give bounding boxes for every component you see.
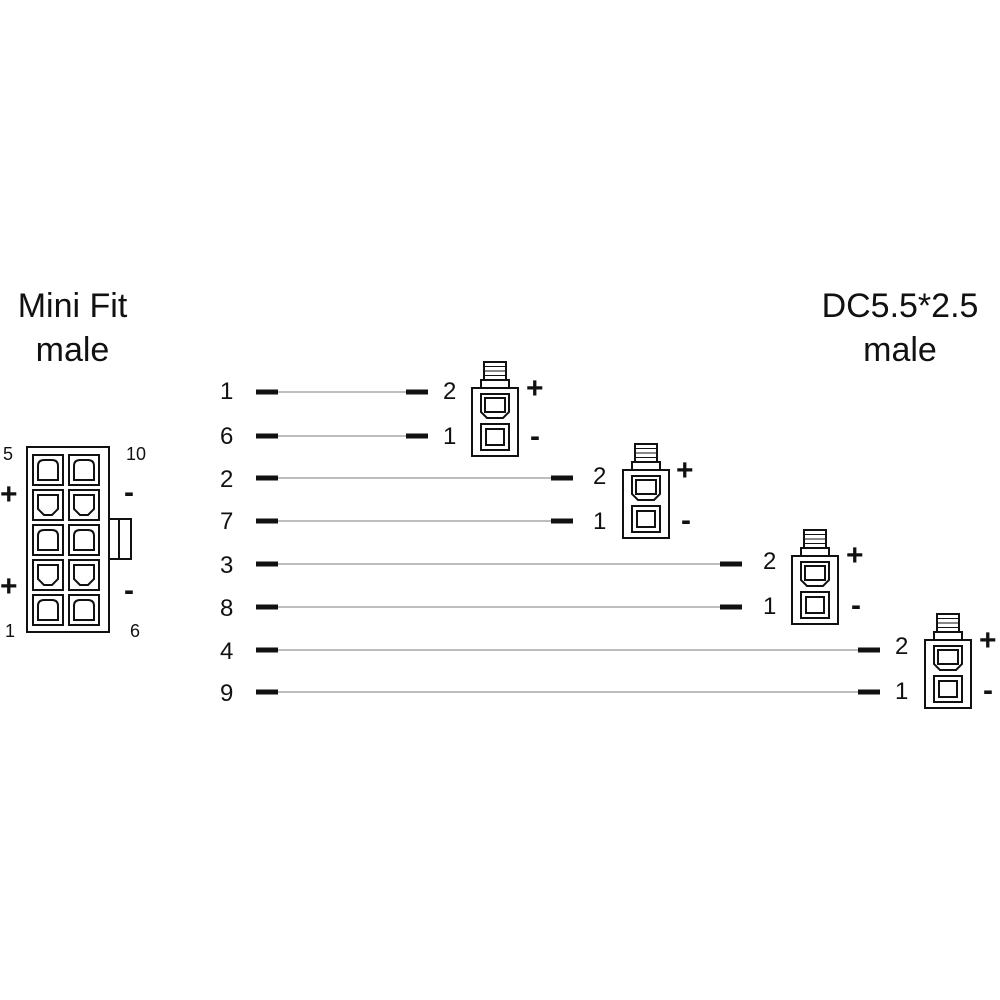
dc-plug-negative-inner bbox=[485, 428, 505, 446]
dc-plug-positive-contact bbox=[480, 393, 510, 419]
connector-cavity bbox=[68, 454, 100, 486]
dc-plug-icon bbox=[791, 529, 839, 625]
dc-plug-plus-sign: + bbox=[846, 539, 864, 572]
dc-plug-icon bbox=[471, 361, 519, 457]
dc-plug-negative-contact bbox=[480, 423, 510, 451]
connector-cavity-pin bbox=[37, 529, 59, 551]
connector-cavity bbox=[32, 524, 64, 556]
dc-plug-icon bbox=[924, 613, 972, 709]
wire-source-pin: 8 bbox=[220, 595, 234, 622]
wire-dest-pin: 2 bbox=[895, 633, 909, 660]
dc-plug-icon bbox=[622, 443, 670, 539]
wire-source-pin: 2 bbox=[220, 466, 234, 493]
right-connector-title: DC5.5*2.5 male bbox=[800, 284, 1000, 372]
connector-cavity bbox=[68, 489, 100, 521]
minus-sign-upper: - bbox=[124, 476, 134, 509]
dc-plug-negative-contact bbox=[800, 591, 830, 619]
pin-label-6: 6 bbox=[130, 621, 141, 641]
dc-plug-negative-inner bbox=[636, 510, 656, 528]
dc-plug-plus-sign: + bbox=[979, 624, 997, 657]
wire-dest-pin: 1 bbox=[443, 423, 457, 450]
wire-source-pin: 1 bbox=[220, 378, 234, 405]
connector-cavity-pin bbox=[73, 494, 95, 516]
dc-plug-neck bbox=[800, 547, 830, 557]
connector-cavity bbox=[32, 454, 64, 486]
pin-label-10: 10 bbox=[126, 444, 147, 464]
minus-sign-lower: - bbox=[124, 574, 134, 607]
connector-cavity-pin bbox=[37, 494, 59, 516]
connector-cavity-pin bbox=[73, 459, 95, 481]
connector-cavity bbox=[32, 559, 64, 591]
dc-plug-minus-sign: - bbox=[681, 504, 691, 537]
dc-plug-neck bbox=[480, 379, 510, 389]
wire-dest-pin: 1 bbox=[593, 508, 607, 535]
wire-dest-pin: 2 bbox=[593, 463, 607, 490]
left-connector-title-line2: male bbox=[35, 331, 110, 369]
connector-cavity-pin bbox=[37, 459, 59, 481]
dc-plug-negative-contact bbox=[933, 675, 963, 703]
right-connector-title-line2: male bbox=[863, 331, 937, 369]
connector-cavity-pin bbox=[73, 529, 95, 551]
dc-plugs-layer bbox=[471, 361, 972, 709]
dc-plug-negative-inner bbox=[805, 596, 825, 614]
pin-label-1: 1 bbox=[5, 621, 16, 641]
wire-source-pin: 3 bbox=[220, 552, 234, 579]
wire-dest-pin: 1 bbox=[895, 678, 909, 705]
connector-cavity bbox=[32, 489, 64, 521]
dc-plug-minus-sign: - bbox=[983, 674, 993, 707]
pin-label-5: 5 bbox=[3, 444, 14, 464]
connector-cavity bbox=[68, 559, 100, 591]
wire-dest-pin: 2 bbox=[443, 378, 457, 405]
dc-plug-positive-inner bbox=[804, 565, 826, 581]
dc-plug-positive-contact bbox=[800, 561, 830, 587]
wire-source-pin: 9 bbox=[220, 680, 234, 707]
dc-plug-plus-sign: + bbox=[676, 454, 694, 487]
right-connector-title-line1: DC5.5*2.5 bbox=[821, 287, 979, 325]
dc-plug-neck bbox=[631, 461, 661, 471]
connector-cavity-pin bbox=[73, 599, 95, 621]
left-connector-title-line1: Mini Fit bbox=[17, 287, 128, 325]
connector-cavity-pin bbox=[37, 599, 59, 621]
dc-plug-positive-inner bbox=[635, 479, 657, 495]
dc-plug-positive-inner bbox=[484, 397, 506, 413]
dc-plug-minus-sign: - bbox=[530, 420, 540, 453]
plus-sign-lower: + bbox=[0, 570, 18, 603]
dc-plug-minus-sign: - bbox=[851, 589, 861, 622]
wires-layer bbox=[256, 389, 880, 695]
connector-cavity-pin bbox=[37, 564, 59, 586]
dc-plug-positive-contact bbox=[631, 475, 661, 501]
wire-source-pin: 6 bbox=[220, 423, 234, 450]
connector-cavity bbox=[68, 524, 100, 556]
dc-plug-positive-inner bbox=[937, 649, 959, 665]
dc-plug-negative-inner bbox=[938, 680, 958, 698]
dc-plug-neck bbox=[933, 631, 963, 641]
wire-source-pin: 4 bbox=[220, 638, 234, 665]
plus-sign-upper: + bbox=[0, 478, 18, 511]
dc-plug-negative-contact bbox=[631, 505, 661, 533]
wire-dest-pin: 2 bbox=[763, 548, 777, 575]
dc-plug-positive-contact bbox=[933, 645, 963, 671]
connector-cavity-pin bbox=[73, 564, 95, 586]
dc-plug-body bbox=[471, 387, 519, 457]
connector-cavity bbox=[68, 594, 100, 626]
dc-plug-plus-sign: + bbox=[526, 372, 544, 405]
left-connector-title: Mini Fit male bbox=[0, 284, 145, 372]
wire-dest-pin: 1 bbox=[763, 593, 777, 620]
connector-cavity bbox=[32, 594, 64, 626]
mini-fit-connector-icon bbox=[26, 446, 132, 633]
wire-source-pin: 7 bbox=[220, 508, 234, 535]
